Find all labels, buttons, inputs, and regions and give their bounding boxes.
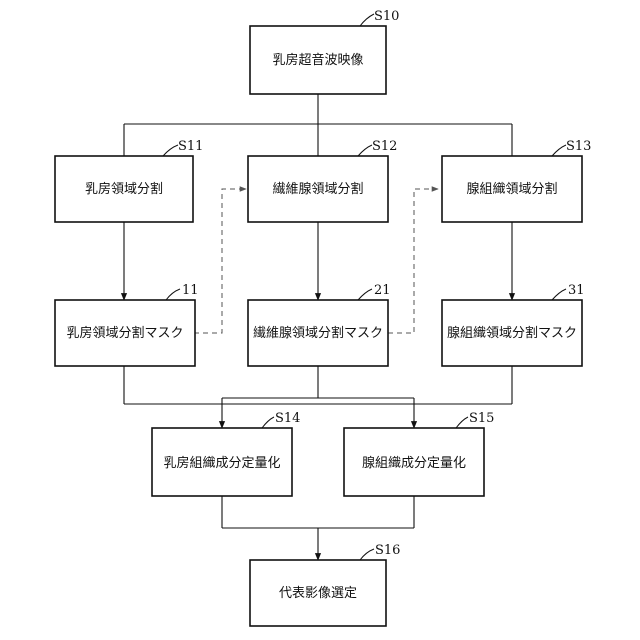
mask-31-ref-leader (552, 289, 566, 300)
step-s11-ref-leader (163, 145, 178, 156)
step-s16-label: 代表影像選定 (279, 586, 357, 601)
mask-31-label: 腺組織領域分割マスク (447, 325, 577, 341)
step-s15-label: 腺組織成分定量化 (362, 456, 466, 471)
step-s10-label: 乳房超音波映像 (272, 52, 363, 68)
step-s13-label: 腺組織領域分割 (466, 181, 557, 197)
mask-11: 乳房領域分割マスク 11 (55, 283, 199, 366)
step-s14: 乳房組織成分定量化 S14 (152, 411, 300, 496)
mask-21-label: 繊維腺領域分割マスク (253, 325, 383, 341)
step-s15: 腺組織成分定量化 S15 (344, 411, 494, 496)
step-s12-label: 繊維腺領域分割 (272, 181, 363, 197)
step-s13: 腺組織領域分割 S13 (442, 139, 591, 222)
step-s12: 繊維腺領域分割 S12 (248, 139, 397, 222)
dashed-arrow-m11-to-s12 (194, 189, 246, 333)
step-s15-ref: S15 (469, 411, 494, 426)
step-s14-ref-leader (262, 417, 274, 428)
step-s15-ref-leader (456, 417, 468, 428)
step-s12-ref: S12 (372, 139, 397, 154)
step-s14-label: 乳房組織成分定量化 (163, 455, 280, 471)
step-s16-ref-leader (360, 549, 374, 560)
step-s10: 乳房超音波映像 S10 (250, 9, 399, 94)
mask-11-ref: 11 (182, 283, 199, 298)
mask-31: 腺組織領域分割マスク 31 (442, 283, 585, 366)
step-s10-ref-leader (360, 14, 374, 26)
step-s10-ref: S10 (374, 9, 399, 24)
mask-11-ref-leader (166, 289, 180, 300)
step-s16-ref: S16 (375, 543, 400, 558)
mask-21-ref-leader (358, 289, 372, 300)
step-s16: 代表影像選定 S16 (250, 543, 400, 626)
step-s11-ref: S11 (178, 139, 203, 154)
mask-21: 繊維腺領域分割マスク 21 (248, 283, 391, 366)
step-s14-ref: S14 (275, 411, 300, 426)
mask-21-ref: 21 (374, 283, 391, 298)
mask-11-label: 乳房領域分割マスク (66, 325, 183, 341)
step-s13-ref: S13 (566, 139, 591, 154)
step-s11: 乳房領域分割 S11 (55, 139, 203, 222)
mask-31-ref: 31 (568, 283, 585, 298)
step-s11-label: 乳房領域分割 (85, 181, 163, 197)
dashed-arrow-m21-to-s13 (388, 189, 438, 333)
step-s13-ref-leader (552, 145, 566, 156)
step-s12-ref-leader (358, 145, 372, 156)
